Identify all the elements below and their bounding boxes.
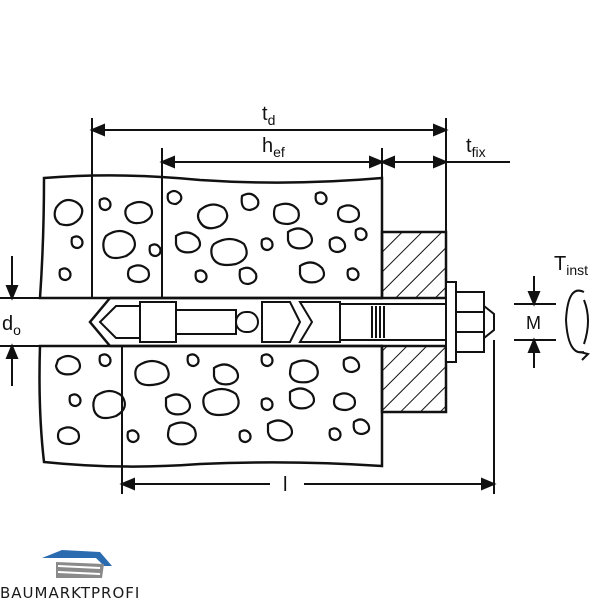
concrete-block-upper [38, 174, 384, 300]
label-td: td [262, 103, 275, 128]
concrete-block-lower [38, 344, 384, 468]
label-l: l [283, 474, 287, 496]
dimension-lines [0, 118, 556, 494]
aggregate-stones [53, 189, 371, 446]
label-hef: hef [262, 135, 285, 160]
fixture-plate-upper [380, 230, 448, 300]
drill-hole [88, 296, 382, 348]
label-do: do [2, 313, 21, 338]
brand-logo: BAUMARKTPROFI [0, 550, 140, 600]
label-tinst: Tinst [554, 253, 588, 278]
fixture-plate-lower [380, 344, 448, 414]
label-tfix: tfix [466, 135, 486, 160]
torque-rotation-icon [564, 289, 590, 361]
label-m: M [526, 313, 541, 333]
brand-logo-text: BAUMARKTPROFI [0, 584, 140, 600]
anchor-bolt [98, 281, 495, 363]
